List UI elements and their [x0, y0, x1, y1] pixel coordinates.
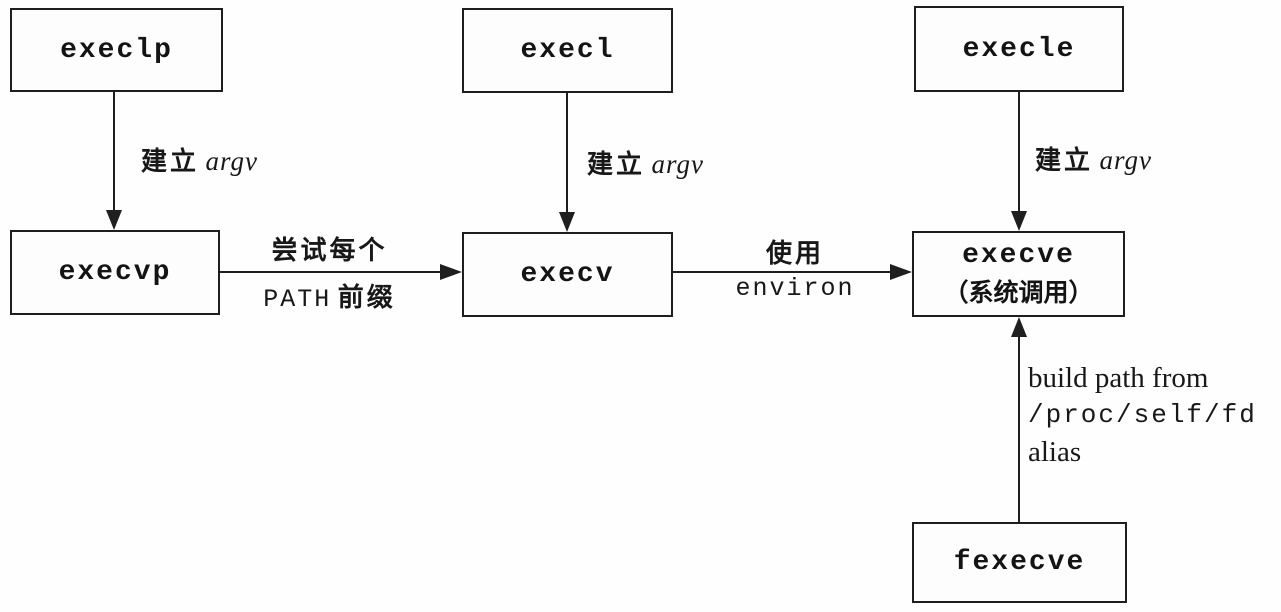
- edge-label-text: 建立: [141, 147, 200, 176]
- node-fexecve: fexecve: [912, 522, 1127, 603]
- edge-label-build-argv-mid: 建立 argv: [587, 144, 704, 181]
- node-execlp: execlp: [10, 8, 223, 92]
- edge-label-build-path-line2: /proc/self/fd: [1028, 400, 1257, 430]
- edge-label-argv: argv: [1099, 145, 1153, 175]
- edge-label-build-path-line3: alias: [1028, 436, 1082, 468]
- node-execle: execle: [914, 6, 1124, 92]
- node-execv-label: execv: [520, 259, 615, 290]
- edge-line-execvp-execv: [220, 271, 442, 273]
- edge-label-path-prefix: PATH 前缀: [237, 277, 422, 314]
- node-execve-label: execve: [962, 239, 1075, 271]
- node-execvp: execvp: [10, 230, 220, 315]
- edge-label-build-argv-right: 建立 argv: [1035, 140, 1152, 177]
- edge-label-argv: argv: [205, 146, 259, 176]
- edge-label-build-path: build path from /proc/self/fd alias: [1028, 360, 1257, 471]
- arrowhead-down-icon: [559, 212, 575, 232]
- node-fexecve-label: fexecve: [953, 547, 1086, 578]
- arrowhead-down-icon: [1011, 211, 1027, 231]
- node-execve-sublabel: （系统调用）: [943, 279, 1094, 307]
- edge-label-path-code: PATH: [263, 285, 332, 314]
- node-execvp-label: execvp: [58, 257, 172, 288]
- edge-line-fexecve-execve: [1018, 335, 1020, 522]
- edge-label-build-path-line1: build path from: [1028, 362, 1209, 394]
- arrowhead-down-icon: [106, 210, 122, 230]
- edge-label-text: 建立: [587, 150, 646, 179]
- node-execl: execl: [462, 8, 673, 93]
- node-execle-label: execle: [962, 33, 1076, 65]
- edge-label-text: 建立: [1035, 146, 1094, 175]
- arrowhead-right-icon: [890, 264, 912, 280]
- edge-label-try-each: 尝试每个: [271, 236, 388, 265]
- arrowhead-right-icon: [440, 264, 462, 280]
- node-execl-label: execl: [520, 35, 615, 66]
- node-execve: execve （系统调用）: [912, 231, 1125, 317]
- edge-line-execle-execve: [1018, 92, 1020, 213]
- edge-line-execlp-execvp: [113, 92, 115, 212]
- node-execlp-label: execlp: [60, 34, 173, 66]
- edge-label-environ: environ: [735, 274, 855, 303]
- edge-label-argv: argv: [651, 149, 705, 179]
- edge-label-build-argv-left: 建立 argv: [141, 141, 258, 178]
- arrowhead-up-icon: [1011, 317, 1027, 337]
- edge-label-use: 使用: [765, 239, 824, 268]
- edge-line-execv-execve: [673, 271, 892, 273]
- edge-line-execl-execv: [566, 93, 568, 214]
- edge-label-prefix-text: 前缀: [337, 283, 396, 312]
- node-execv: execv: [462, 232, 673, 317]
